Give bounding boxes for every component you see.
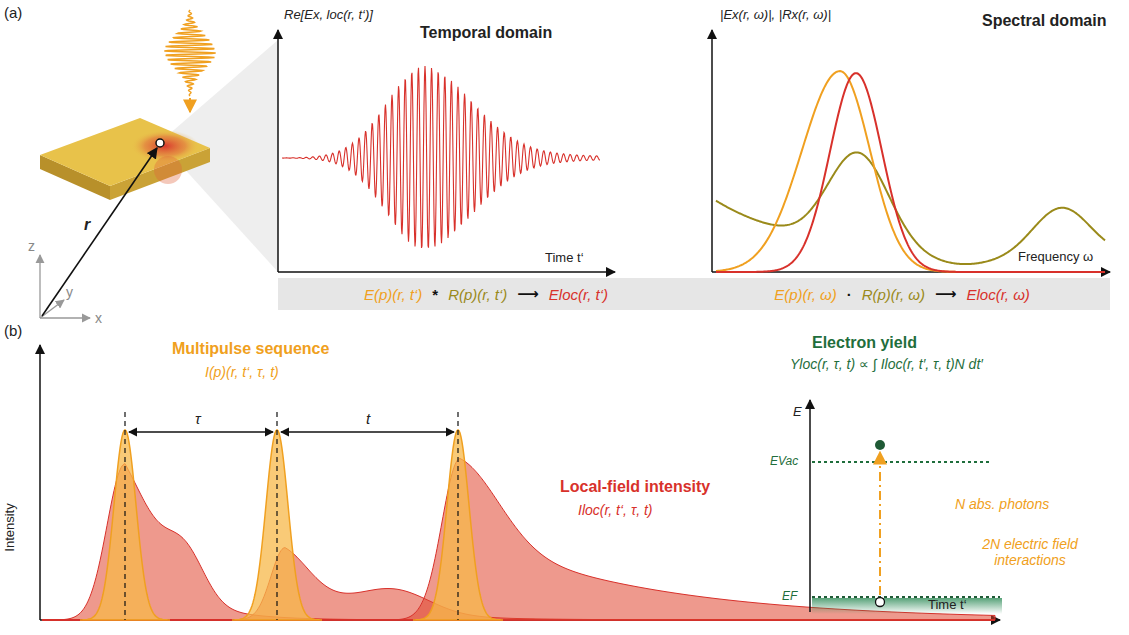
spectrum-curve xyxy=(716,71,1105,272)
label: Local-field intensity xyxy=(560,478,710,496)
label: N abs. photons xyxy=(955,496,1049,512)
label: EF xyxy=(782,590,797,604)
spectrum-curve xyxy=(716,73,1105,272)
formula-term: R(p)(r, t‘) xyxy=(448,286,507,303)
label: Temporal domain xyxy=(420,24,552,42)
formula-term: · xyxy=(847,286,852,303)
formula-term: R(p)(r, ω) xyxy=(862,286,925,303)
formula-term: E(p)(r, ω) xyxy=(774,286,837,303)
local-field-intensity xyxy=(42,459,995,621)
formula-term: ⟶ xyxy=(935,285,957,303)
field-trace xyxy=(282,66,600,248)
spectral-axes xyxy=(712,30,1110,272)
spectrum-curve xyxy=(716,152,1105,264)
label: Iloc(r, t‘, τ, t) xyxy=(578,502,652,518)
formula: E(p)(r, ω) · R(p)(r, ω) ⟶ Eloc(r, ω) xyxy=(694,285,1110,303)
label: t xyxy=(366,410,370,427)
label: x xyxy=(95,310,102,326)
incidence-arrow xyxy=(189,98,191,112)
label: Time t‘ xyxy=(928,598,967,613)
delay-arrows xyxy=(129,431,454,432)
label: Spectral domain xyxy=(982,12,1106,30)
formula-term: Eloc(r, ω) xyxy=(967,286,1030,303)
spectra xyxy=(716,71,1105,272)
label: |Ex(r, ω)|, |Rx(r, ω)| xyxy=(720,8,831,23)
temporal-axes xyxy=(278,30,615,272)
formula-term: ⟶ xyxy=(517,285,539,303)
position-point xyxy=(156,139,164,147)
incident-pulse xyxy=(164,10,215,96)
label: Re[Ex, loc(r, t‘)] xyxy=(284,8,373,23)
label: Time t‘ xyxy=(545,251,584,266)
pulse-wave xyxy=(164,10,215,96)
label: Multipulse sequence xyxy=(172,340,329,358)
label: z xyxy=(28,238,35,254)
label: E xyxy=(793,405,802,420)
formula-band: E(p)(r, t‘)*R(p)(r, t‘)⟶Eloc(r, t‘)E(p)(… xyxy=(278,278,1110,310)
label: (b) xyxy=(4,322,22,339)
label: r xyxy=(84,216,90,234)
label: Electron yield xyxy=(812,334,917,352)
formula-term: Eloc(r, t‘) xyxy=(549,286,608,303)
label: EVac xyxy=(770,455,798,469)
pulse-markers xyxy=(125,412,458,620)
gold-slab xyxy=(40,118,210,200)
formula: E(p)(r, t‘) * R(p)(r, t‘) ⟶ Eloc(r, t‘) xyxy=(278,285,694,303)
label: I(p)(r, t‘, τ, t) xyxy=(205,364,279,380)
formula-term: E(p)(r, t‘) xyxy=(364,286,422,303)
label: 2N electric field interactions xyxy=(955,536,1105,568)
label: Intensity xyxy=(3,503,18,551)
label: Yloc(r, τ, t) ∝ ∫ Iloc(r, t′, τ, t)N dt′ xyxy=(790,356,983,372)
label: y xyxy=(66,284,73,300)
pulse-sequence xyxy=(42,430,995,620)
formula-term: * xyxy=(432,286,438,303)
intensity-axes xyxy=(40,345,1000,620)
label: Frequency ω xyxy=(1018,250,1093,265)
label: τ xyxy=(195,410,201,427)
position-vector xyxy=(42,148,157,316)
local-field-trace xyxy=(282,66,600,248)
label: (a) xyxy=(4,4,22,21)
